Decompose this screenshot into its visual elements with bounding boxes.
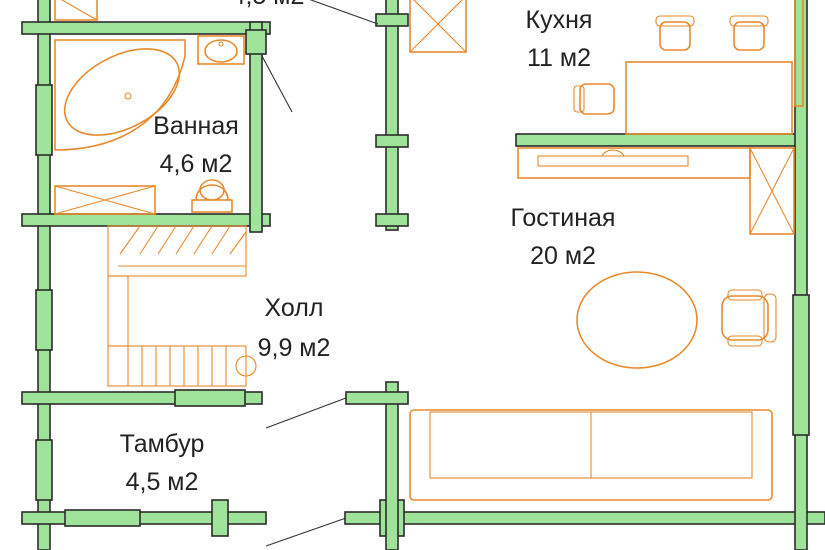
wall-bath-partition-cap xyxy=(245,29,267,55)
kitchen-counter xyxy=(517,147,751,179)
wall-central-cap-2 xyxy=(375,134,409,148)
vestibule-area: 4,5 м2 xyxy=(126,468,199,496)
kitchen-worktop xyxy=(794,0,804,107)
wall-bath-partition xyxy=(249,21,263,233)
kitchen-name: Кухня xyxy=(526,6,593,34)
kitchen-table xyxy=(625,61,793,135)
living-sofa xyxy=(409,409,773,501)
window-bottom-left xyxy=(64,509,141,527)
window-left-2 xyxy=(35,289,53,351)
window-left-1 xyxy=(35,84,53,156)
wall-bottom-left-cap xyxy=(211,499,229,537)
staircase xyxy=(107,225,257,387)
window-right xyxy=(792,294,810,436)
living-name: Гостиная xyxy=(511,204,616,232)
wall-kitchen-divider xyxy=(515,133,807,147)
wall-central-cap-3 xyxy=(375,213,409,227)
wall-right-outer xyxy=(794,0,808,550)
bath-cabinet xyxy=(54,185,156,215)
door-swings xyxy=(261,0,379,547)
window-hall-bottom xyxy=(174,389,246,407)
wall-top-bath xyxy=(21,21,271,35)
kitchen-chair-3 xyxy=(573,83,615,115)
room-labels: 4,5 м2 Кухня 11 м2 Ванная 4,6 м2 Гостина… xyxy=(120,0,616,496)
top-room-area: 4,5 м2 xyxy=(232,0,305,10)
bathtub xyxy=(54,39,186,151)
kitchen-chair-1 xyxy=(655,15,695,51)
kitchen-cabinet-tall xyxy=(409,0,467,53)
wall-central-bottom xyxy=(385,381,399,550)
bath-name: Ванная xyxy=(153,112,239,140)
wall-central-top xyxy=(385,0,399,231)
living-cabinet-right xyxy=(749,147,795,235)
wall-central-cap-1 xyxy=(375,13,409,27)
walls xyxy=(21,0,825,550)
hall-area: 9,9 м2 xyxy=(258,334,331,362)
cabinet-top-left xyxy=(54,0,98,21)
living-round-table xyxy=(576,271,698,369)
living-armchair xyxy=(721,289,777,347)
wall-bottom-right xyxy=(344,511,825,525)
wall-bath-bottom xyxy=(21,213,271,227)
bath-toilet xyxy=(191,179,233,213)
furniture xyxy=(54,0,804,501)
wall-bottom-left xyxy=(21,511,267,525)
kitchen-area: 11 м2 xyxy=(527,44,591,72)
hall-name: Холл xyxy=(265,294,324,322)
vestibule-name: Тамбур xyxy=(120,430,205,458)
window-left-3 xyxy=(35,439,53,501)
kitchen-chair-2 xyxy=(729,15,769,51)
living-area: 20 м2 xyxy=(530,242,596,270)
bath-area: 4,6 м2 xyxy=(160,150,233,178)
bath-sink xyxy=(197,35,245,65)
wall-vestibule-top xyxy=(345,391,409,405)
